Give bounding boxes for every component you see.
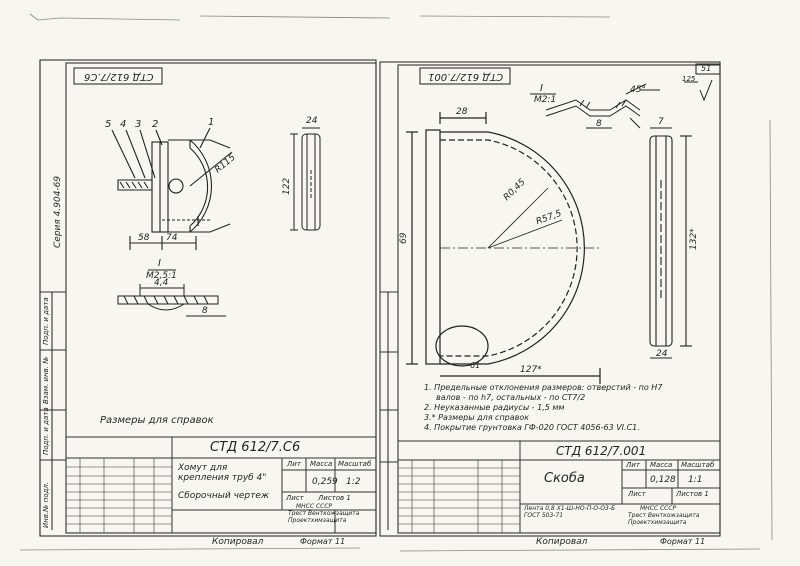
dim-7: 7 <box>658 117 664 127</box>
left-stamp-head-lit: Лит <box>287 460 301 468</box>
right-stamp-org3: Проектхимзащита <box>628 519 687 526</box>
left-stamp-sheet: Лист <box>286 494 304 502</box>
note-1: 1. Предельные отклонения размеров: отвер… <box>424 383 663 392</box>
left-copied: Копировал <box>212 537 264 547</box>
callout-4: 4 <box>120 119 127 130</box>
right-stamp-code: СТД 612/7.001 <box>556 444 647 458</box>
left-side-block-3: Взам. инв. № <box>42 356 50 404</box>
left-stamp-org3: Проектхимзащита <box>288 517 347 524</box>
callout-5: 5 <box>105 119 112 130</box>
right-stamp-org1: МНСС СССР <box>640 505 677 512</box>
clamp-assembly-view <box>111 127 233 250</box>
left-section-scale: М2,5:1 <box>146 271 177 281</box>
flange-label: 24 <box>306 116 318 126</box>
width-74: 74 <box>166 233 178 243</box>
left-section-dim: 4,4 <box>154 278 169 288</box>
left-stamp-subtitle: Сборочный чертеж <box>178 491 270 501</box>
note-1b: валов - по h7, остальных - по СТ7/2 <box>436 393 586 402</box>
width-127: 127* <box>520 365 542 375</box>
note-3: 3.* Размеры для справок <box>424 413 530 422</box>
dim-28: 28 <box>456 107 468 117</box>
left-stamp-org1: МНСС СССР <box>296 503 333 510</box>
right-top-code: СТД 612/7.001 <box>428 71 504 82</box>
scan-artifacts <box>19 13 773 552</box>
angle-label: 45° <box>630 85 646 95</box>
height-label: 122 <box>282 177 292 195</box>
left-stamp-grid <box>65 436 377 534</box>
reference-note: Размеры для справок <box>100 415 214 426</box>
right-stamp-head-scale: Масштаб <box>681 461 715 469</box>
left-side-block-1: Инв.№ подл. <box>42 481 50 528</box>
left-side-series: Серия 4.904-69 <box>53 175 63 248</box>
callout-2: 2 <box>152 119 159 130</box>
left-top-code: СТД 612/7.С6 <box>84 71 154 82</box>
right-format: Формат 11 <box>660 537 706 546</box>
left-stamp-head-mass: Масса <box>310 460 333 468</box>
right-stamp-sheet: Лист <box>628 490 646 498</box>
right-stamp-scale: 1:1 <box>688 475 703 485</box>
bracket-front-view <box>406 112 601 384</box>
right-stamp-material: Лента 0,8 Х1-Ш-НО-П-О-О3-Б ГОСТ 503-71 <box>524 505 616 519</box>
dim-61: 61 <box>470 361 481 370</box>
left-stamp-org2: Трест Венткожзащита <box>288 510 360 517</box>
right-stamp-sheets: Листов 1 <box>676 490 709 498</box>
right-stamp-org2: Трест Венткожзащита <box>628 512 700 519</box>
right-section-detail <box>530 83 660 129</box>
right-section-mark: I <box>540 83 543 94</box>
roughness-value: 125 <box>682 75 696 83</box>
note-2: 2. Неуказанные радиусы - 1,5 мм <box>424 403 565 412</box>
left-stamp-head-scale: Масштаб <box>338 460 372 468</box>
right-stamp-head-lit: Лит <box>626 461 640 469</box>
clamp-side-view <box>290 127 321 231</box>
left-section-mark: I <box>158 258 161 269</box>
left-side-block-4: Подп. и дата <box>42 297 50 345</box>
left-format: Формат 11 <box>300 537 346 546</box>
right-stamp-title: Скоба <box>544 471 585 486</box>
left-stamp-mass: 0,259 <box>312 477 338 487</box>
width-58: 58 <box>138 233 150 243</box>
roughness-symbol <box>684 79 713 102</box>
left-section-detail <box>117 269 226 317</box>
right-copied: Копировал <box>536 537 588 547</box>
right-sheet-number: 51 <box>701 64 712 73</box>
left-stamp-title: Хомут для крепления труб 4" <box>178 463 267 483</box>
bracket-side-view <box>649 127 692 359</box>
right-stamp-mass: 0,128 <box>650 475 676 485</box>
height-69: 69 <box>399 232 409 244</box>
right-stamp-head-mass: Масса <box>650 461 673 469</box>
height-132: 132* <box>689 228 699 250</box>
callout-1: 1 <box>208 117 215 128</box>
left-stamp-sheets: Листов 1 <box>318 494 351 502</box>
note-4: 4. Покрытие грунтовка ГФ-020 ГОСТ 4056-6… <box>424 423 640 432</box>
left-section-dim2: 8 <box>202 306 208 316</box>
flange-24: 24 <box>656 349 668 359</box>
dim-8: 8 <box>596 119 602 129</box>
right-stamp-grid <box>397 440 721 534</box>
left-stamp-code: СТД 612/7.С6 <box>210 440 301 455</box>
right-section-scale: М2:1 <box>534 95 557 105</box>
callout-3: 3 <box>135 119 142 130</box>
left-side-block-2: Подп. и дата <box>42 407 50 455</box>
left-stamp-scale: 1:2 <box>346 477 361 487</box>
